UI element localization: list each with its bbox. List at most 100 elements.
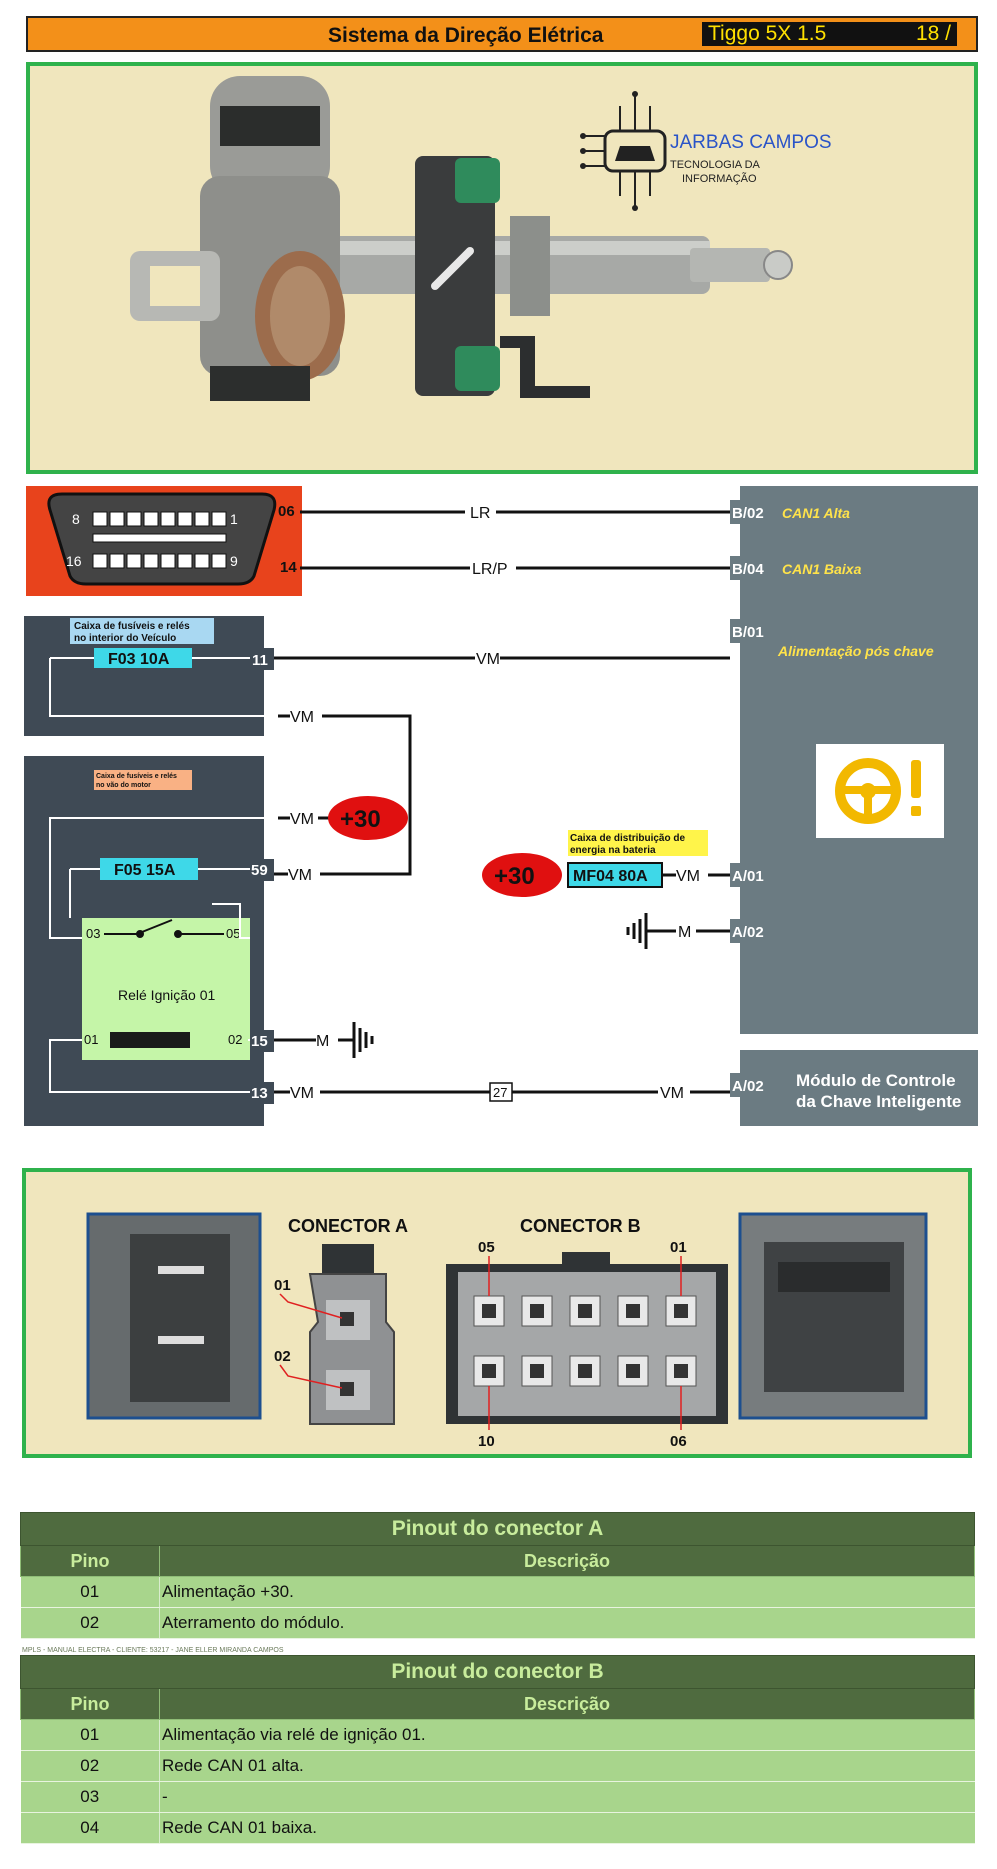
pinout-table-b-col-pin: Pino: [20, 1688, 160, 1720]
plus30-badge-engine: [328, 796, 408, 840]
logo-subtitle-1: TECNOLOGIA DA: [670, 159, 761, 171]
wire-color-lrp: LR/P: [472, 561, 508, 578]
fuse-f03: [94, 648, 192, 668]
connector-views: CONECTOR A 01 02 CONECTOR B 05 01 10 06: [86, 1212, 928, 1450]
alimentacao-pos-chave-label: Alimentação pós chave: [777, 643, 934, 659]
connector-a-pin-01: 01: [274, 1277, 291, 1294]
pinout-table-a-title: Pinout do conector A: [20, 1512, 975, 1546]
battery-box-label-2: energia na bateria: [570, 845, 656, 856]
desc-cell: -: [159, 1781, 975, 1813]
desc-cell: Rede CAN 01 baixa.: [159, 1812, 975, 1844]
module-pin-a02-ground: A/02: [732, 924, 764, 941]
engine-fusebox-label-2: no vão do motor: [96, 782, 151, 789]
table-row: 02 Rede CAN 01 alta.: [20, 1750, 975, 1782]
connector-b-pin-10: 10: [478, 1433, 495, 1450]
fuse-f03-label: F03 10A: [108, 651, 170, 668]
module-pin-b04: B/04: [732, 561, 764, 578]
watermark: MPLS - MANUAL ELECTRA - CLIENTE: 53217 -…: [22, 1647, 284, 1654]
connector-b-pin-06: 06: [670, 1433, 687, 1450]
fuse-f05: [100, 858, 198, 880]
wire-color-lr: LR: [470, 505, 490, 522]
wire-vm-59: VM: [288, 867, 312, 884]
wire-m-a02: M: [678, 924, 691, 941]
ground-symbol-15: [352, 1022, 374, 1058]
relay-coil: [110, 1032, 190, 1048]
plus30-badge-battery: [482, 853, 562, 897]
pinout-table-b-title: Pinout do conector B: [20, 1655, 975, 1689]
smart-key-module-block: [740, 1050, 978, 1126]
interior-fusebox-label-1: Caixa de fusíveis e relés: [74, 621, 190, 632]
connector-a-latch: [322, 1244, 374, 1274]
engine-fusebox-pin-13: 13: [251, 1085, 268, 1102]
battery-box-label-bg: [568, 830, 708, 856]
obd-pin-9-label: 9: [230, 553, 238, 569]
connector-b-title: CONECTOR B: [520, 1216, 641, 1236]
pin-cell: 01: [20, 1576, 160, 1608]
wire-vm-a02-key: VM: [660, 1085, 684, 1102]
relay-pin-03: 03: [86, 926, 100, 941]
obd-pins: [92, 511, 227, 569]
module-pin-a02-key: A/02: [732, 1078, 764, 1095]
tilt-lever: [500, 336, 590, 398]
module-pin-a01: A/01: [732, 868, 764, 885]
engine-fusebox-pin-15: 15: [251, 1033, 268, 1050]
pin-cell: 03: [20, 1781, 160, 1813]
interior-fusebox-pin-11: 11: [252, 652, 268, 669]
vehicle-model: Tiggo 5X 1.5: [708, 22, 827, 45]
table-row: 01 Alimentação via relé de ignição 01.: [20, 1719, 975, 1751]
shaft-tip: [690, 248, 770, 282]
pinout-table-a: Pinout do conector A Pino Descrição 01 A…: [20, 1512, 975, 1639]
fuse-mf04: [567, 862, 663, 888]
relay-pin-05: 05: [226, 926, 240, 941]
table-row: 04 Rede CAN 01 baixa.: [20, 1812, 975, 1844]
vehicle-model-badge: Tiggo 5X 1.5 18 /: [702, 22, 957, 46]
pinout-table-b-col-desc: Descrição: [159, 1688, 975, 1720]
pin-cell: 01: [20, 1719, 160, 1751]
interior-fusebox-label-2: no interior do Veículo: [74, 633, 176, 644]
wire-vm-interior-out: VM: [290, 709, 314, 726]
obd-pin-8-label: 8: [72, 511, 80, 527]
relay-pin-01: 01: [84, 1032, 98, 1047]
page-number: 18 /: [915, 22, 951, 45]
connector-panel: CONECTOR A 01 02 CONECTOR B 05 01 10 06: [22, 1168, 972, 1458]
smart-key-module-line-1: Módulo de Controle: [796, 1071, 956, 1090]
connector-b-pin-05: 05: [478, 1239, 495, 1256]
steering-column-photo-panel: JARBAS CAMPOS TECNOLOGIA DA INFORMAÇÃO: [26, 62, 978, 474]
table-row: 02 Aterramento do módulo.: [20, 1607, 975, 1639]
obd-pin-06: 06: [278, 503, 295, 520]
plus30-label-battery: +30: [494, 863, 535, 890]
splice-27: [489, 1082, 513, 1102]
engine-fusebox-pin-59: 59: [251, 862, 268, 879]
fuse-mf04-label: MF04 80A: [573, 868, 648, 885]
jarbas-campos-logo: JARBAS CAMPOS TECNOLOGIA DA INFORMAÇÃO: [580, 91, 832, 211]
relay-name: Relé Ignição 01: [118, 987, 216, 1003]
engine-fusebox-label-1: Caixa de fusíveis e relés: [96, 773, 177, 780]
splice-27-label: 27: [493, 1085, 507, 1100]
connector-a-title: CONECTOR A: [288, 1216, 408, 1236]
obd-pin-14: 14: [280, 559, 297, 576]
ground-symbol-a02: [626, 913, 648, 949]
smart-key-module-line-2: da Chave Inteligente: [796, 1092, 961, 1111]
obd-pin-1-label: 1: [230, 511, 238, 527]
wire-vm-13: VM: [290, 1085, 314, 1102]
page-title: Sistema da Direção Elétrica: [328, 24, 604, 47]
wire-vm-b01: VM: [476, 651, 500, 668]
battery-box-label-1: Caixa de distribuição de: [570, 833, 685, 844]
table-row: 03 -: [20, 1781, 975, 1813]
relay-pin-02: 02: [228, 1032, 242, 1047]
wire-vm-a01: VM: [676, 868, 700, 885]
pinout-table-a-col-desc: Descrição: [159, 1545, 975, 1577]
logo-name: JARBAS CAMPOS: [670, 132, 832, 153]
pinout-table-b: Pinout do conector B Pino Descrição 01 A…: [20, 1655, 975, 1844]
can-baixa-label: CAN1 Baixa: [782, 561, 862, 577]
pinout-table-a-col-pin: Pino: [20, 1545, 160, 1577]
pin-cell: 04: [20, 1812, 160, 1844]
pin-cell: 02: [20, 1607, 160, 1639]
steering-column-illustration: JARBAS CAMPOS TECNOLOGIA DA INFORMAÇÃO: [130, 76, 832, 401]
desc-cell: Aterramento do módulo.: [159, 1607, 975, 1639]
connector-a-pin-02: 02: [274, 1348, 291, 1365]
logo-subtitle-2: INFORMAÇÃO: [682, 172, 757, 185]
wiring-diagram: 8 1 16 9 06 14 Módulo de Controle da Cha…: [24, 486, 978, 1126]
desc-cell: Alimentação +30.: [159, 1576, 975, 1608]
plus30-label-engine: +30: [340, 806, 381, 833]
